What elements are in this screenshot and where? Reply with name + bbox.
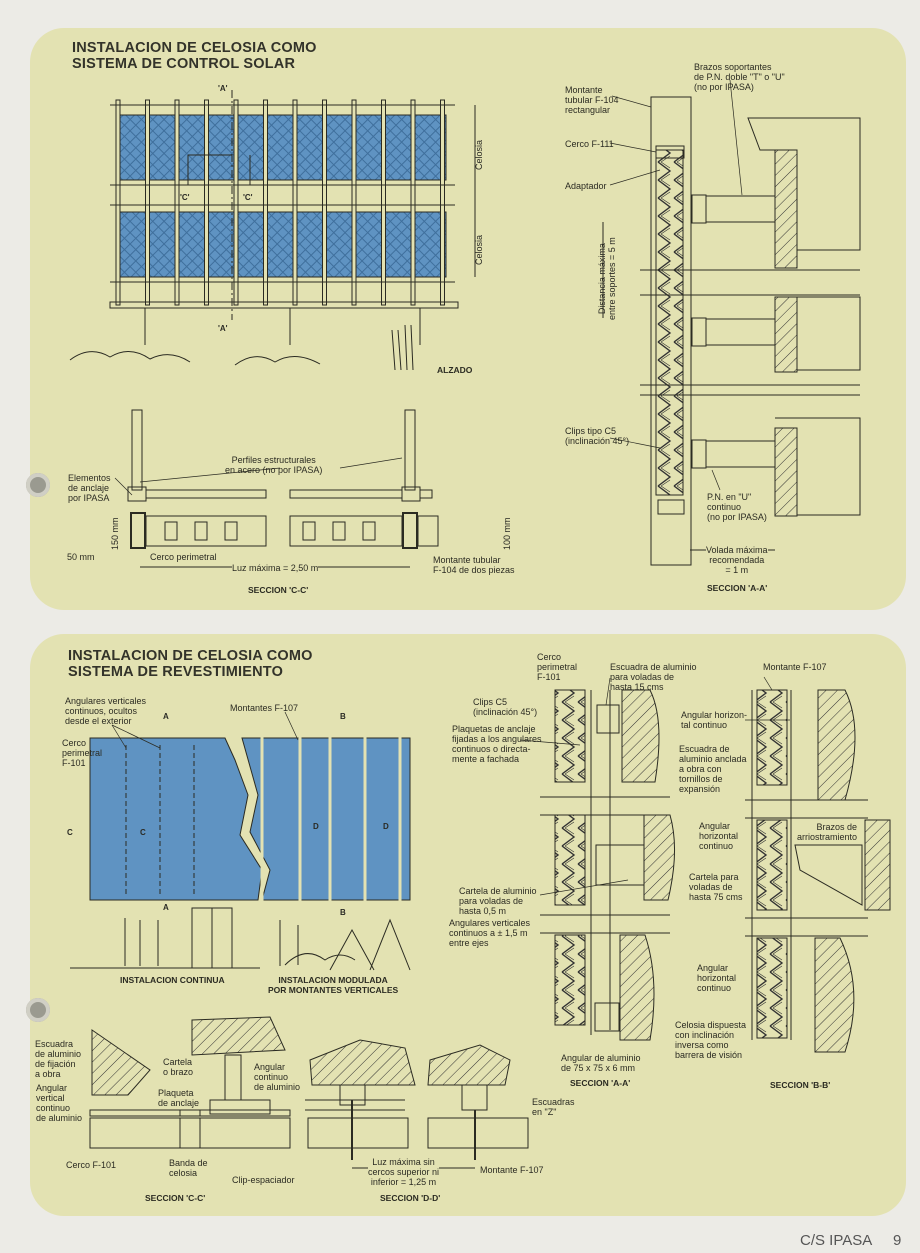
marker-c: 'C' [243,193,253,202]
dim-celosia: Celosia [474,234,484,265]
upright [233,99,239,306]
footer-brand: C/S IPASA [800,1232,873,1249]
label-escuadras: Escuadras en "Z" [532,1097,575,1117]
seccion-cc-dd-bottom [89,1016,529,1169]
marker-b: B [340,908,346,917]
upright [440,99,445,306]
caption-seccion-cc: SECCION 'C-C' [248,585,309,595]
label-perfiles: Perfiles estructurales en acero (no por … [225,455,323,475]
label-angular-horizontal: Angular horizon- tal continuo [681,710,748,730]
label-angular75: Angular de aluminio de 75 x 75 x 6 mm [561,1053,641,1073]
caption-seccion-aa: SECCION 'A-A' [707,583,768,593]
upright [204,99,209,306]
label-cerco: Cerco F-111 [565,139,614,149]
label-montante: Montante tubular F-104 de dos piezas [433,555,515,575]
upright [322,99,327,306]
label-montantes: Montantes F-107 [230,703,299,713]
marker-c: C [140,828,146,837]
upright [381,99,386,306]
upright [174,99,180,306]
label-cerco: Cerco perimetral F-101 [62,738,103,768]
section-title-control-solar: INSTALACION DE CELOSIA COMO SISTEMA DE C… [72,40,317,72]
seccion-cc-top [127,409,439,568]
dim-50: 50 mm [67,552,95,562]
label-brazos: Brazos de arriostramiento [797,822,858,842]
seccion-aa-bb-bottom [540,689,891,1053]
marker-a: A [163,903,169,912]
label-cerco: Cerco perimetral F-101 [537,652,578,682]
upright [263,99,268,306]
label-clips: Clips tipo C5 (inclinación 45°) [565,426,630,446]
label-escuadra: Escuadra de aluminio anclada a obra con … [679,744,747,794]
dim-luz: Luz máxima = 2,50 m [232,563,319,573]
caption-continua: INSTALACION CONTINUA [120,975,225,985]
label-angular-horizontal: Angular horizontal continuo [697,963,737,993]
label-anclaje: Elementos de anclaje por IPASA [68,473,111,503]
section-title-revestimiento: INSTALACION DE CELOSIA COMO SISTEMA DE R… [68,648,313,680]
label-angular-continuo: Angular continuo de aluminio [254,1062,301,1092]
label-plaquetas: Plaquetas de anclaje fijadas a los angul… [452,724,542,764]
marker-a: 'A' [218,84,228,93]
marker-d: D [383,822,389,831]
binder-hole [26,473,50,497]
label-montante: Montante F-107 [763,662,827,672]
marker-a: 'A' [218,324,228,333]
upright [351,99,357,306]
marker-b: B [340,712,346,721]
caption-modulada: INSTALACION MODULADA POR MONTANTES VERTI… [268,975,399,995]
label-adaptador: Adaptador [565,181,607,191]
dim-luz: Luz máxima sin cercos superior ni inferi… [368,1157,440,1187]
label-angular-horizontal: Angular horizontal continuo [699,821,739,851]
caption-seccion-dd: SECCION 'D-D' [380,1193,441,1203]
label-banda: Banda de celosia [169,1158,208,1178]
page-number: 9 [893,1232,902,1249]
marker-a: A [163,712,169,721]
dim-100: 100 mm [502,517,512,550]
caption-seccion-aa: SECCION 'A-A' [570,1078,631,1088]
label-pn: P.N. en "U" continuo (no por IPASA) [707,492,767,522]
label-cartela: Cartela de aluminio para voladas de hast… [459,886,537,916]
label-cartela: Cartela para voladas de hasta 75 cms [689,872,743,902]
dim-celosia: Celosia [474,139,484,170]
label-escuadra: Escuadra de aluminio de fijación a obra [35,1039,82,1079]
alzado-elevation [69,90,476,371]
marker-c: 'C' [180,193,190,202]
label-cerco: Cerco perimetral [150,552,217,562]
label-clips: Clips C5 (inclinación 45°) [473,697,538,717]
label-cartela: Cartela o brazo [163,1057,194,1077]
label-brazos: Brazos soportantes de P.N. doble "T" o "… [694,62,785,92]
label-montante: Montante F-107 [480,1165,544,1175]
marker-d: D [313,822,319,831]
label-plaqueta: Plaqueta de anclaje [158,1088,200,1108]
dim-distancia: Distancia máxima entre soportes = 5 m [597,237,617,320]
upright [145,99,150,306]
binder-hole [26,998,50,1022]
label-angulares: Angulares verticales continuos a ± 1,5 m… [449,918,531,948]
label-clip: Clip-espaciador [232,1175,295,1185]
dim-volada: Volada máxima recomendada = 1 m [706,545,768,575]
marker-c: C [67,828,73,837]
caption-seccion-cc: SECCION 'C-C' [145,1193,206,1203]
upright [410,99,416,306]
revestimiento-elevation [70,732,411,971]
dim-150: 150 mm [110,517,120,550]
label-angular: Angular vertical continuo de aluminio [36,1083,83,1123]
label-celosia: Celosia dispuesta con inclinación invers… [675,1020,747,1060]
seccion-aa-top [602,96,861,566]
label-escuadra: Escuadra de aluminio para voladas de has… [610,662,697,692]
upright [115,99,121,306]
label-angulares: Angulares verticales continuos, ocultos … [65,696,147,726]
caption-alzado: ALZADO [437,365,473,375]
upright [292,99,298,306]
caption-seccion-bb: SECCION 'B-B' [770,1080,831,1090]
label-montante: Montante tubular F-104 rectangular [565,85,619,115]
label-cerco: Cerco F-101 [66,1160,117,1170]
